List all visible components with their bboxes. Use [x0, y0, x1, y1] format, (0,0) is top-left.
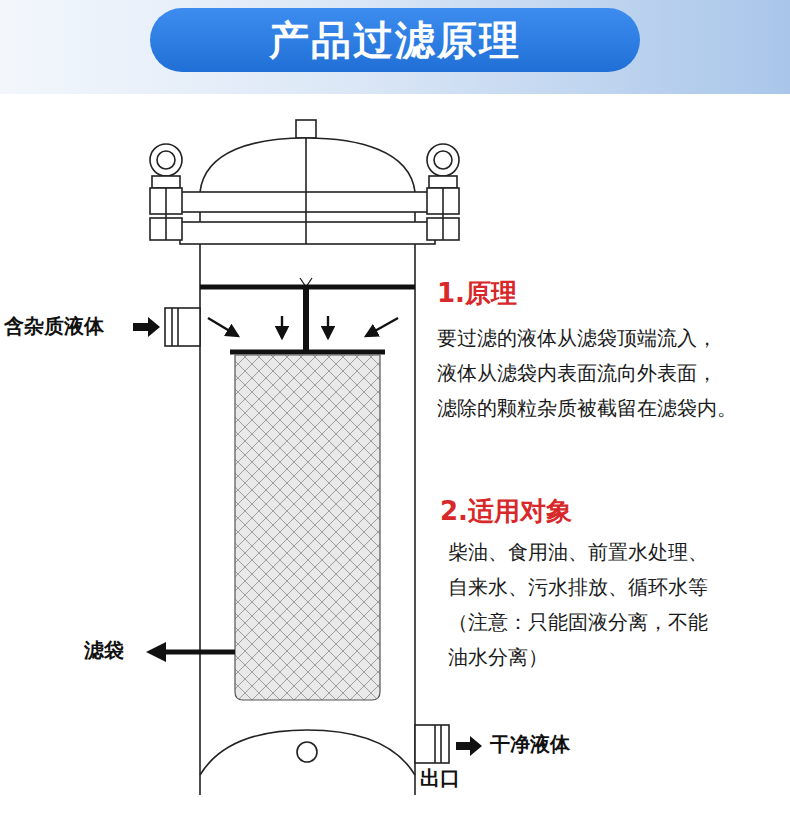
body-text: 要过滤的液体从滤袋顶端流入， — [437, 326, 717, 350]
part-label: 干净液体 — [490, 732, 570, 756]
part-label: 含杂质液体 — [4, 314, 104, 338]
section-heading: 1.原理 — [437, 278, 517, 309]
body-text: 柴油、食用油、前置水处理、 — [448, 540, 708, 564]
body-text: 自来水、污水排放、循环水等 — [448, 575, 708, 599]
body-text: 油水分离） — [448, 645, 548, 669]
part-label: 出口 — [420, 766, 460, 790]
body-text: 液体从滤袋内表面流向外表面， — [437, 361, 717, 385]
page-title: 产品过滤原理 — [150, 16, 640, 64]
body-text: （注意：只能固液分离，不能 — [448, 610, 708, 634]
body-text: 滤除的颗粒杂质被截留在滤袋内。 — [437, 396, 737, 420]
part-label: 滤袋 — [84, 638, 124, 662]
section-heading: 2.适用对象 — [440, 496, 572, 527]
